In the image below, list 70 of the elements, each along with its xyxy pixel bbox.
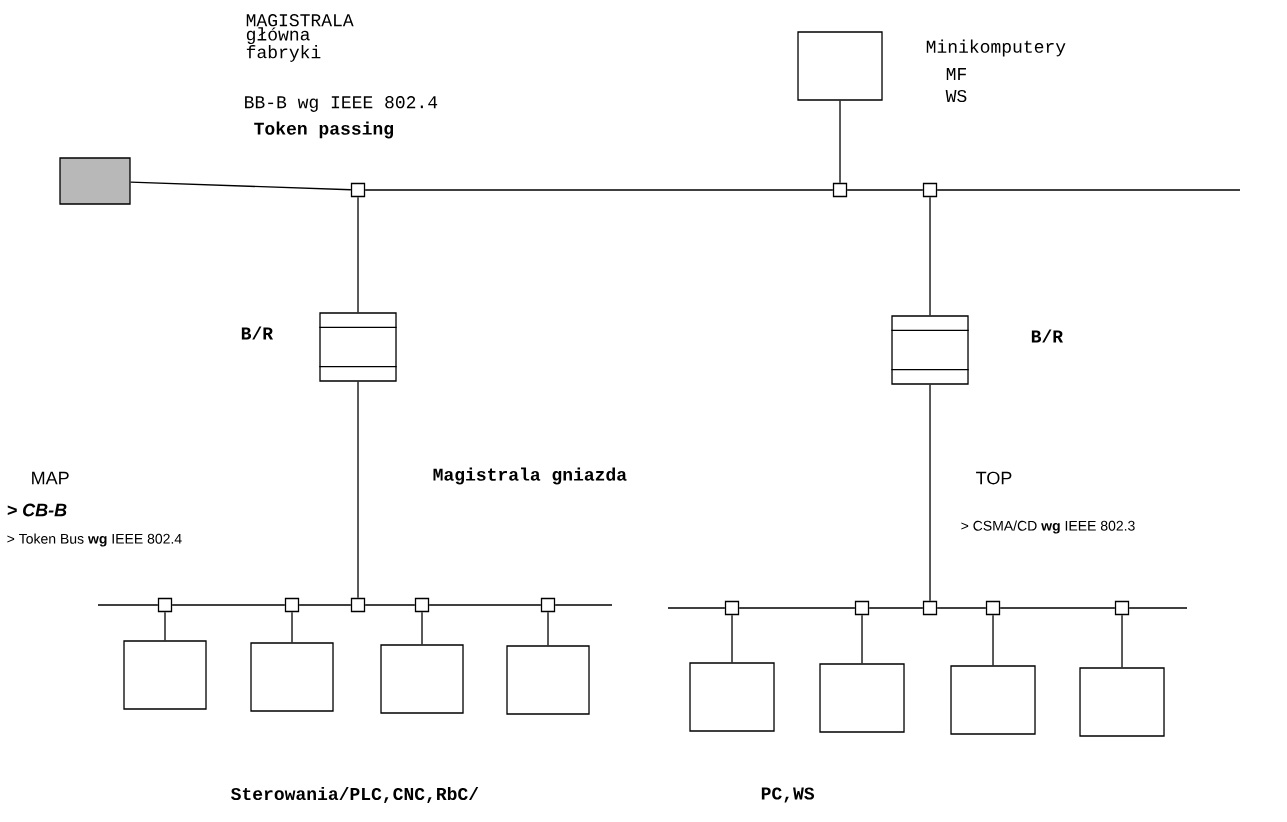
connection-line — [1121, 614, 1123, 668]
node-label: B/R — [241, 326, 274, 340]
tap-connector — [922, 600, 938, 616]
bus-line — [1128, 607, 1188, 609]
bus-line — [936, 607, 987, 609]
device-box — [797, 31, 883, 101]
bus-line — [554, 604, 613, 606]
node-caption: WS — [945, 89, 967, 103]
connection-line — [839, 100, 841, 184]
bus-line — [868, 607, 924, 609]
connection-line — [929, 196, 931, 316]
bus-line — [97, 604, 159, 606]
bus-line — [171, 604, 286, 606]
device-box — [506, 645, 590, 715]
device-box — [689, 662, 775, 732]
bus-line — [428, 604, 542, 606]
network-label: BB-B wg IEEE 802.4 — [245, 96, 438, 112]
bus-line — [130, 181, 352, 191]
bus-line — [738, 607, 856, 609]
connection-line — [929, 384, 931, 602]
bus-line — [667, 607, 726, 609]
tap-connector — [350, 182, 366, 198]
network-label: > Token Bus wg IEEE 802.4 — [7, 533, 182, 547]
bridge-router: B/R — [890, 315, 1064, 385]
bus-line — [999, 607, 1116, 609]
device-box — [1079, 667, 1165, 737]
bridge-router: B/R — [241, 312, 398, 382]
connection-line — [291, 611, 293, 643]
tap-connector — [414, 597, 430, 613]
tap-connector — [922, 182, 938, 198]
bus-line — [936, 189, 1241, 191]
network-label: PC,WS — [761, 787, 815, 803]
connection-line — [992, 614, 994, 666]
network-label: Token passing — [254, 121, 394, 139]
device-box — [380, 644, 464, 714]
bus-line — [364, 189, 834, 191]
connection-line — [164, 611, 166, 641]
connection-line — [357, 381, 359, 599]
network-label: Magistrala gniazda — [433, 467, 627, 485]
device-box — [250, 642, 334, 712]
tap-connector — [157, 597, 173, 613]
terminator-box — [59, 157, 131, 205]
device-box — [950, 665, 1036, 735]
connection-line — [547, 611, 549, 646]
network-label: MAP — [32, 471, 69, 485]
node-caption: Minikomputery — [926, 39, 1066, 57]
bus-line — [298, 604, 352, 606]
network-label: > CSMA/CD wg IEEE 802.3 — [961, 520, 1135, 534]
tap-connector — [1114, 600, 1130, 616]
tap-connector — [724, 600, 740, 616]
device-box — [819, 663, 905, 733]
bus-line — [364, 604, 416, 606]
network-label: MAGISTRALA główna fabryki — [246, 14, 354, 62]
network-label: > CB-B — [7, 503, 67, 517]
tap-connector — [985, 600, 1001, 616]
network-label: TOP — [976, 471, 1012, 485]
node-label: B/R — [1031, 329, 1064, 343]
tap-connector — [854, 600, 870, 616]
tap-connector — [832, 182, 848, 198]
tap-connector — [284, 597, 300, 613]
network-label: Sterowania/PLC,CNC,RbC/ — [231, 786, 479, 804]
connection-line — [421, 611, 423, 645]
device-box — [123, 640, 207, 710]
tap-connector — [350, 597, 366, 613]
connection-line — [731, 614, 733, 663]
node-caption: MF — [946, 68, 966, 80]
tap-connector — [540, 597, 556, 613]
connection-line — [357, 196, 359, 313]
connection-line — [861, 614, 863, 664]
bus-line — [846, 189, 924, 191]
